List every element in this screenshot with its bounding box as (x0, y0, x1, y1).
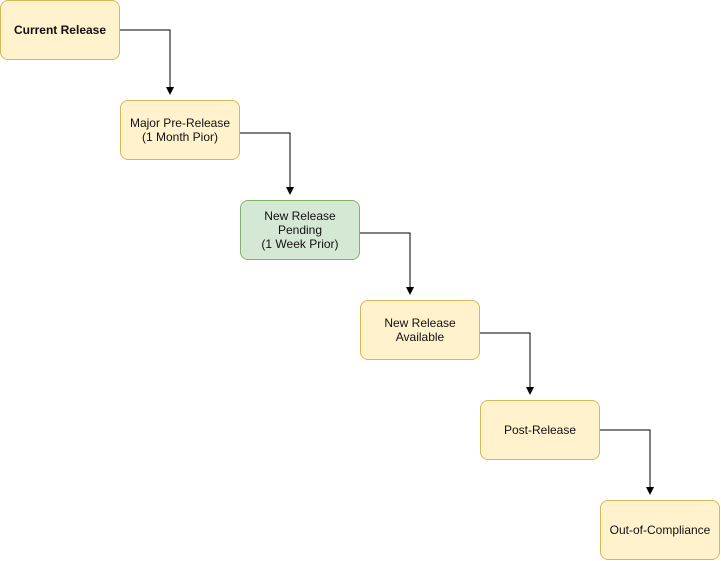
connector-major-to-pending (240, 132, 294, 195)
node-new-release-available-label: New Release Available (384, 316, 456, 344)
connector-pending-to-available (360, 232, 414, 295)
node-major-pre-release[interactable]: Major Pre-Release (1 Month Pior) (120, 100, 240, 160)
node-out-of-compliance[interactable]: Out-of-Compliance (600, 500, 720, 560)
node-post-release-label: Post-Release (503, 423, 577, 437)
node-current-release[interactable]: Current Release (0, 0, 120, 60)
node-new-release-pending[interactable]: New Release Pending (1 Week Prior) (240, 200, 360, 260)
node-post-release[interactable]: Post-Release (480, 400, 600, 460)
node-new-release-available[interactable]: New Release Available (360, 300, 480, 360)
node-out-of-compliance-label: Out-of-Compliance (609, 523, 711, 537)
node-current-release-label: Current Release (13, 23, 107, 37)
node-new-release-pending-label: New Release Pending (1 Week Prior) (261, 209, 339, 251)
node-major-pre-release-label: Major Pre-Release (1 Month Pior) (129, 116, 231, 144)
connector-current-to-major (120, 29, 174, 95)
connector-post-to-compliance (600, 429, 654, 495)
connector-available-to-post (480, 332, 534, 395)
